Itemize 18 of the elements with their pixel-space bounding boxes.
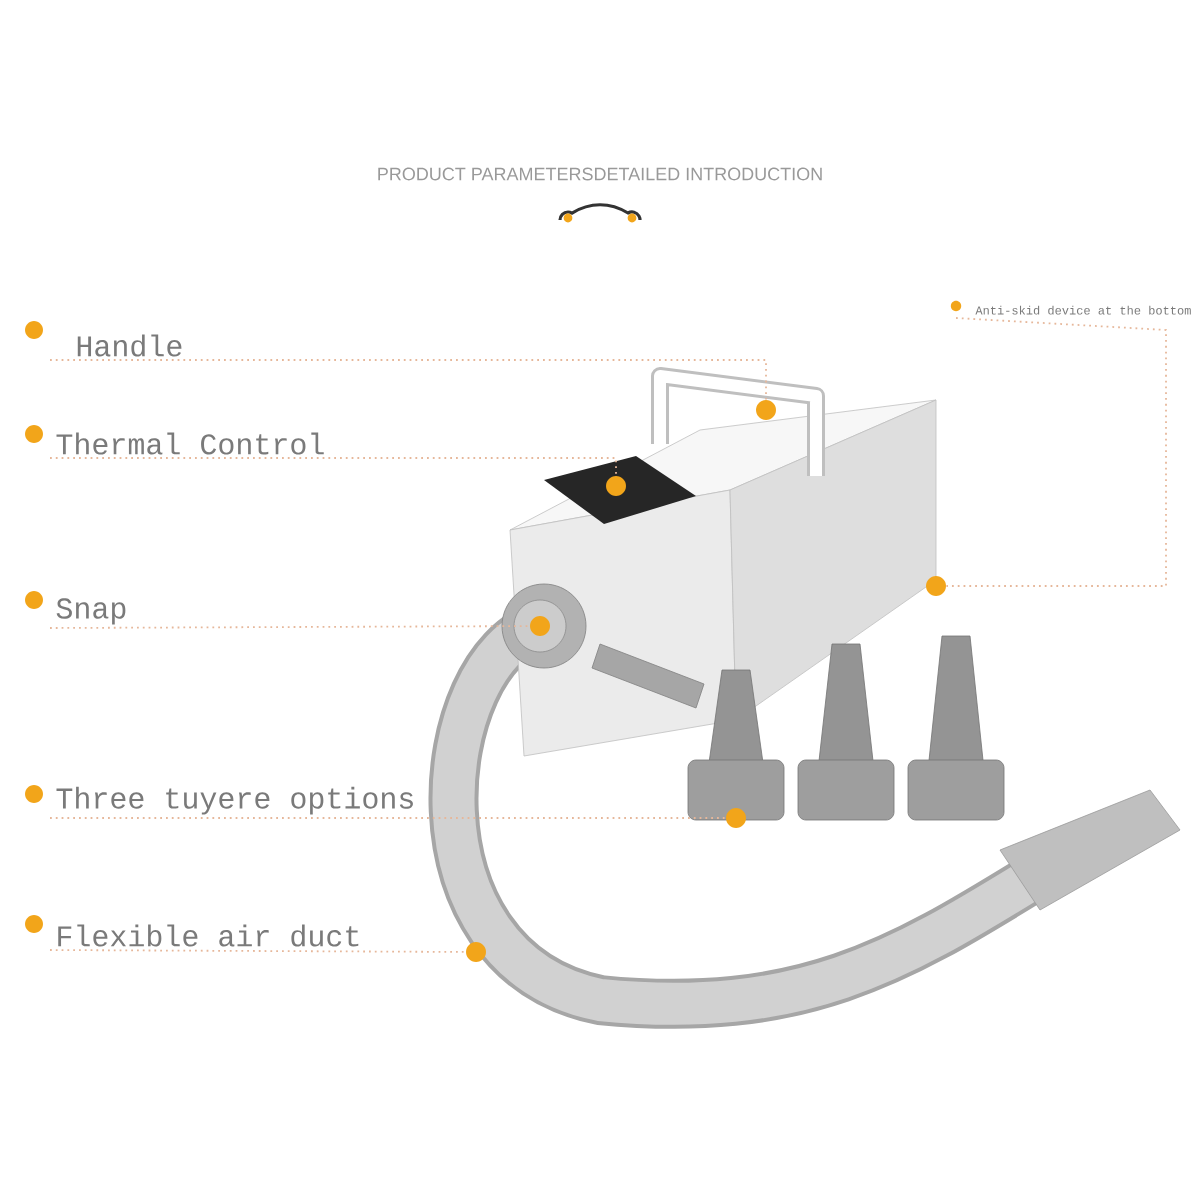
target-dot bbox=[926, 576, 946, 596]
callout-label: Snap bbox=[56, 598, 126, 625]
leader-line bbox=[49, 625, 531, 629]
target-dot bbox=[756, 400, 776, 420]
callout-label: Handle bbox=[77, 334, 182, 357]
leader-line bbox=[49, 457, 617, 477]
target-dot bbox=[530, 616, 550, 636]
title: PRODUCT PARAMETERSDETAILED INTRODUCTION bbox=[378, 167, 822, 181]
callout-label: Flexible air duct bbox=[58, 924, 359, 947]
target-dot bbox=[726, 808, 746, 828]
target-dot bbox=[606, 476, 626, 496]
leader-line bbox=[945, 317, 1167, 587]
callout-label: Three tuyere options bbox=[56, 786, 413, 815]
leader-line bbox=[49, 359, 767, 401]
callout-label: Thermal Control bbox=[56, 432, 324, 455]
target-dot bbox=[466, 942, 486, 962]
leader-line bbox=[49, 817, 727, 819]
leader-line bbox=[49, 949, 467, 953]
